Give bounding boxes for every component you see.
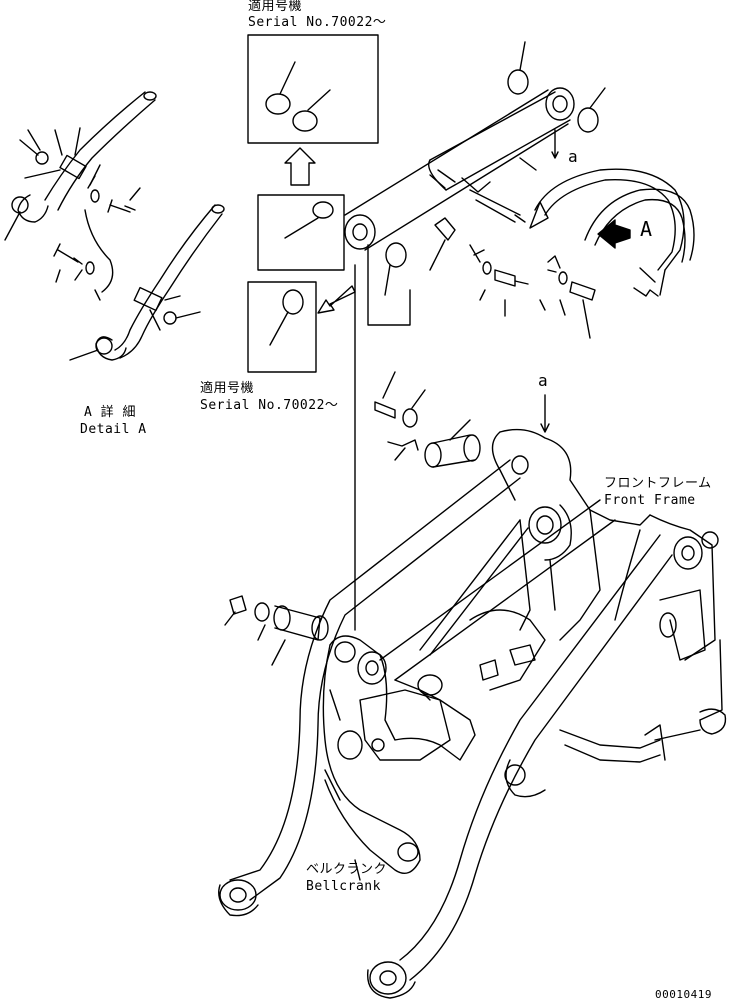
detail-a-label: Detail A [80,422,147,437]
bellcrank [322,635,476,874]
lower-pin-hardware [374,371,481,468]
front-frame-jp-label: フロントフレーム [604,476,712,491]
front-frame [469,428,727,763]
bellcrank-label: Bellcrank [306,879,381,894]
serial-top-label: Serial No.70022～ [248,15,387,30]
bellcrank-leader [354,859,361,881]
cylinder-washers [507,41,606,159]
lift-arm-right [366,534,673,999]
view-a-label: A [640,217,653,241]
ref-a-mid-label: a [538,371,549,390]
tilt-cylinder [344,87,575,251]
mid-hardware [429,217,596,339]
upper-hoses [514,168,695,297]
drawing-number: 00010419 [655,988,712,1001]
serial-mid-label: Serial No.70022～ [200,398,339,413]
bellcrank-jp-label: ベルクランク [306,862,388,877]
serial-insert-upper-mid [257,194,345,271]
left-pin [224,595,329,666]
front-frame-label: Front Frame [604,493,696,508]
ref-a-top-label: a [568,147,579,166]
detail-a-hoses [4,91,225,361]
cross-tube [379,499,616,696]
ref-arrow-a [540,394,550,433]
serial-mid-jp-label: 適用号機 [200,381,255,396]
up-arrow [284,147,316,186]
detail-a-jp-label: A 詳 細 [84,405,136,420]
serial-insert-lower-mid [247,281,317,373]
dowel-bracket [367,242,411,326]
serial-insert-top [247,34,379,144]
left-arrow [317,285,356,314]
serial-top-jp-label: 適用号機 [248,0,303,14]
view-arrow-a [597,219,631,249]
lift-arm-left [218,459,521,917]
